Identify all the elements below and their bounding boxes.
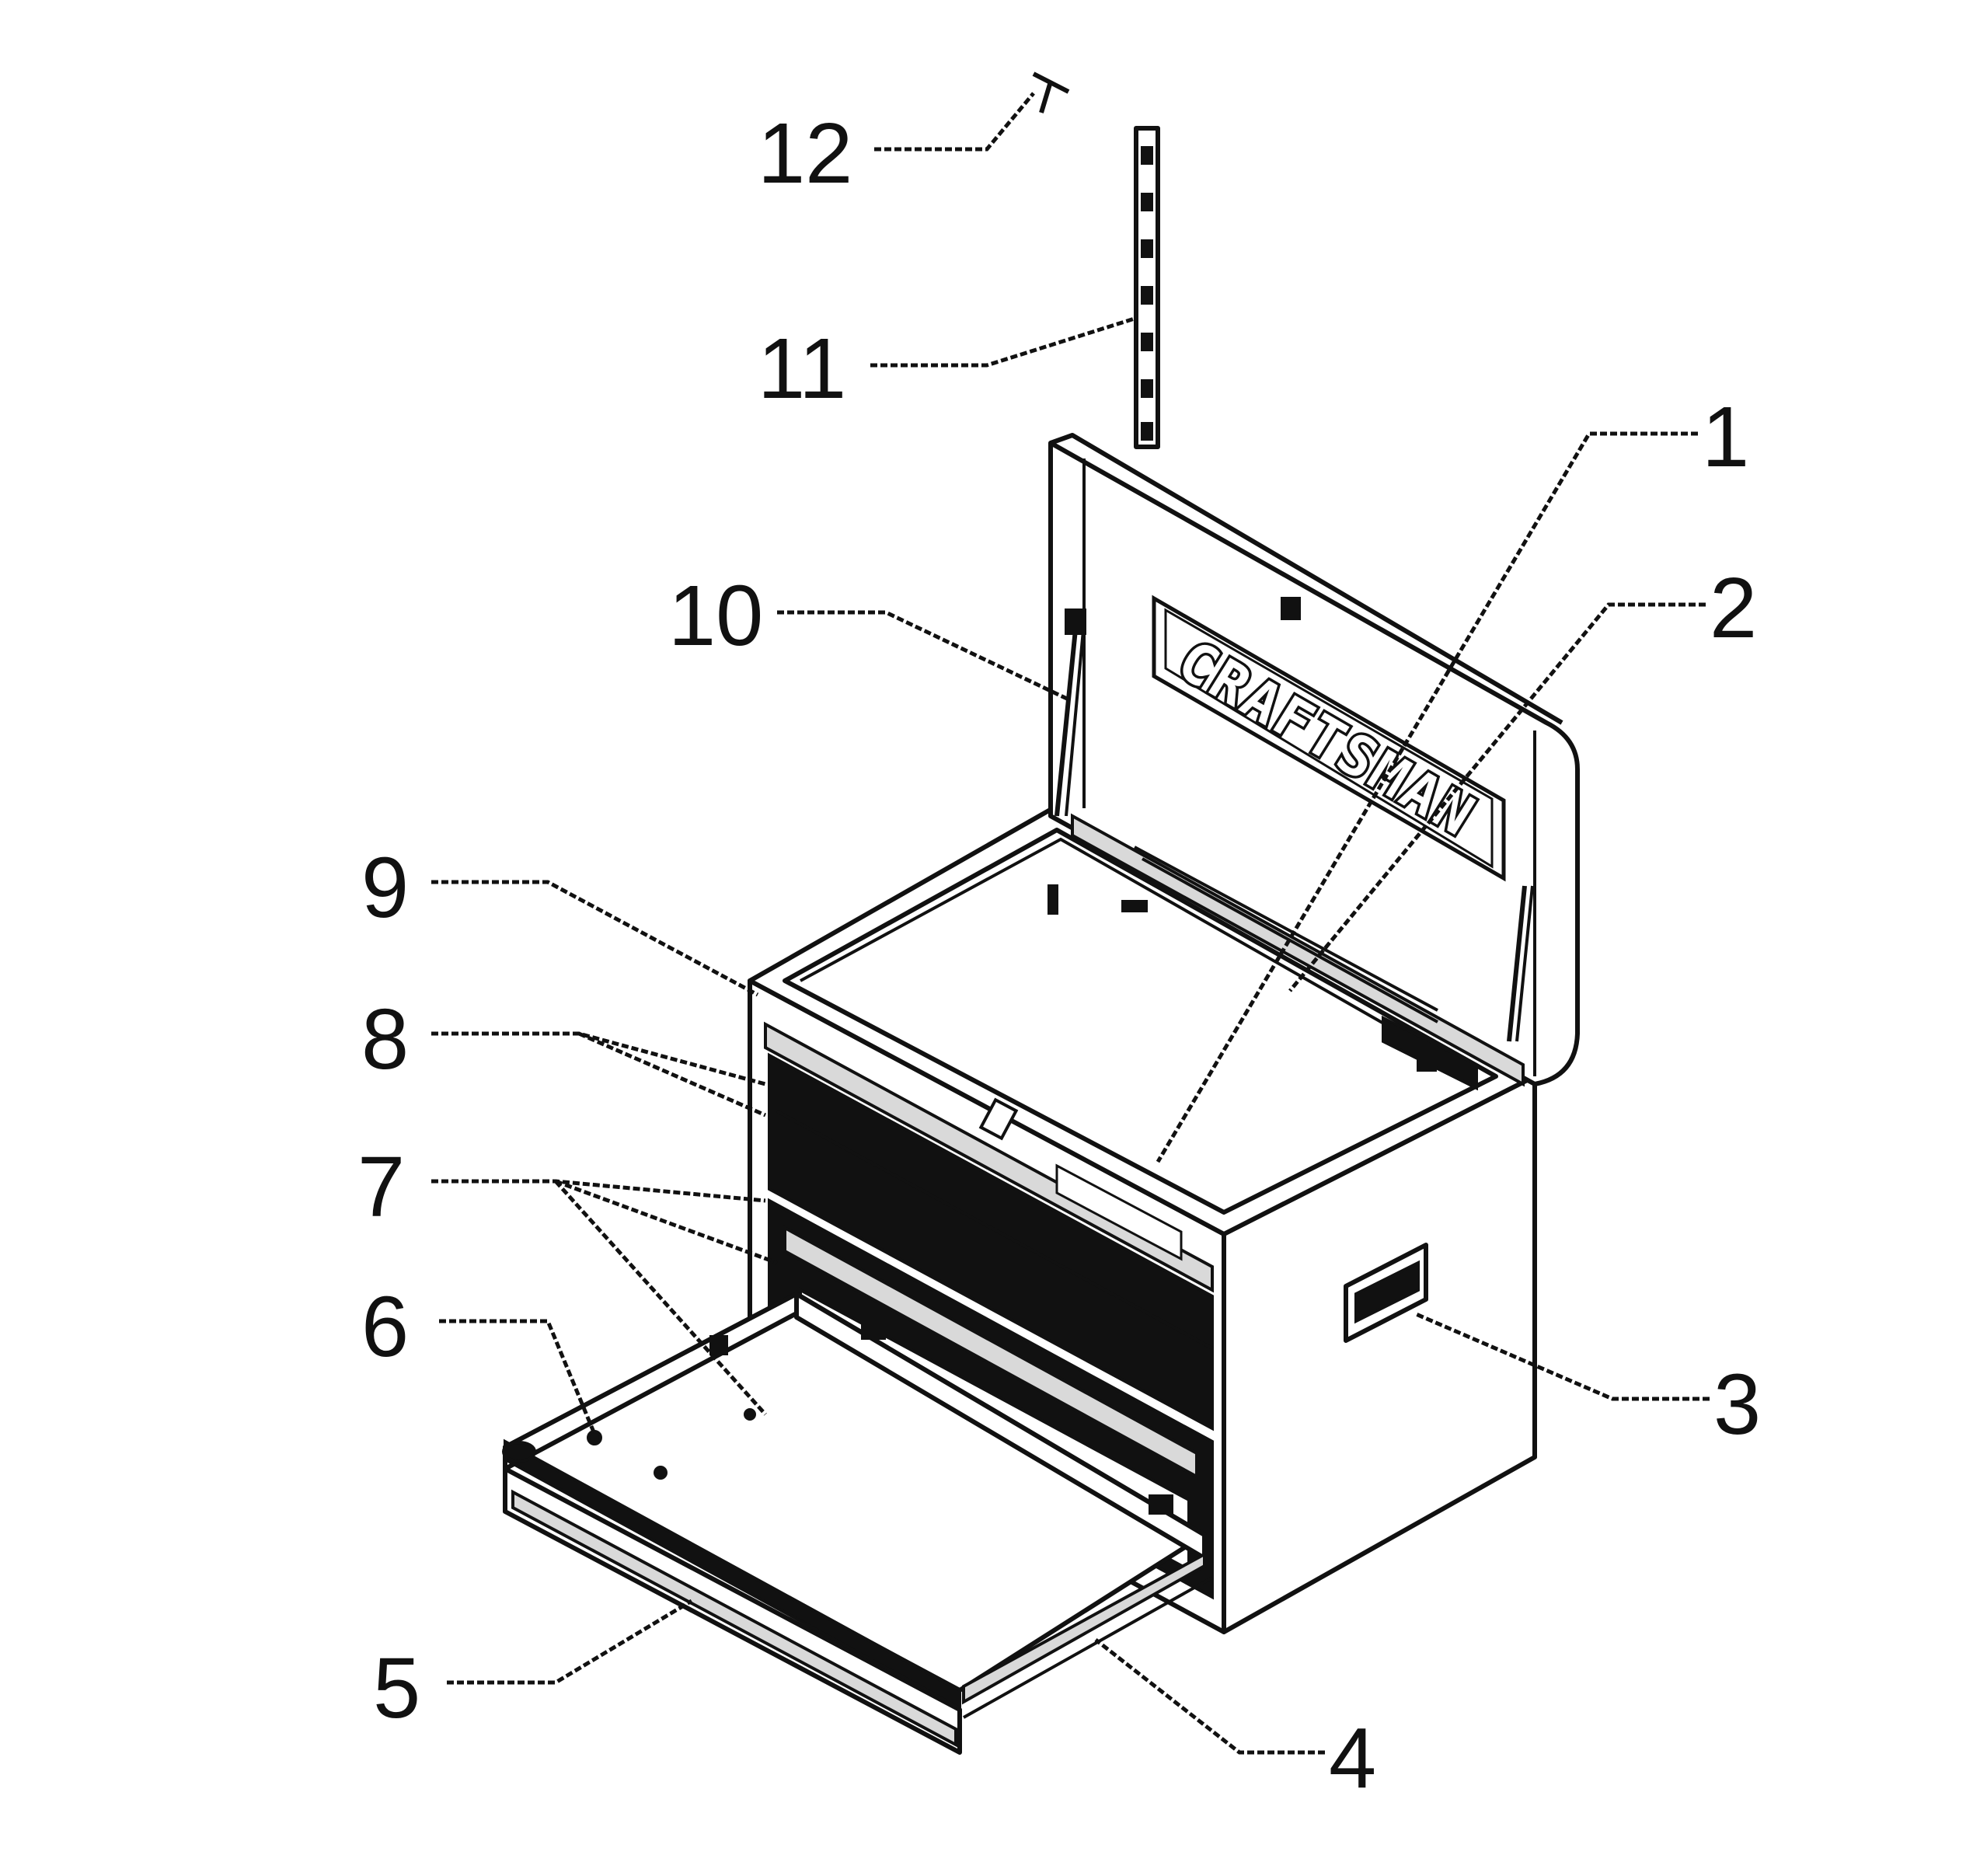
part-11-strip [1134, 126, 1160, 449]
callout-6: 6 [361, 1279, 409, 1375]
callout-1: 1 [1702, 389, 1749, 485]
leader-5 [447, 1599, 693, 1685]
lid-support-struts [1054, 608, 1534, 1042]
lid-latch [1281, 597, 1301, 620]
leader-10 [777, 610, 1070, 702]
callout-labels: 1 2 3 4 5 6 7 8 9 10 11 12 [357, 106, 1761, 1806]
top-tray [783, 828, 1498, 1215]
callout-10: 10 [668, 568, 763, 664]
callout-5: 5 [373, 1641, 420, 1736]
leader-7b [555, 1179, 778, 1265]
callout-11: 11 [758, 321, 846, 417]
brand-plate [1152, 595, 1506, 882]
drawer-slide-rail [962, 1551, 1206, 1705]
callout-12: 12 [758, 106, 852, 201]
leader-12 [874, 92, 1035, 152]
leader-1 [1156, 431, 1698, 1163]
leader-9 [431, 880, 759, 997]
callout-8: 8 [361, 992, 409, 1087]
leader-6 [439, 1319, 597, 1435]
callout-3: 3 [1713, 1357, 1761, 1452]
callout-7: 7 [357, 1139, 405, 1235]
leader-11 [870, 316, 1135, 368]
tray-tab [1121, 900, 1148, 912]
lock-plate [978, 1097, 1019, 1141]
leader-8b [577, 1031, 767, 1118]
upper-drawer [764, 1021, 1214, 1431]
drawer-label-plate [1055, 1163, 1183, 1261]
leader-4 [1094, 1638, 1325, 1755]
callout-9: 9 [361, 840, 409, 936]
leader-7c [554, 1180, 767, 1416]
leader-3 [1414, 1311, 1710, 1401]
tray-tab [1048, 884, 1058, 915]
upper-drawer-front [768, 1052, 1214, 1431]
callout-2: 2 [1710, 560, 1757, 656]
leader-2 [1288, 602, 1706, 992]
side-handle [1344, 1243, 1428, 1343]
callout-4: 4 [1329, 1710, 1376, 1806]
open-drawer [502, 1292, 1213, 1755]
lid: CRAFTSMAN [1048, 433, 1580, 1091]
leader-lines [431, 92, 1710, 1755]
part-12-screw [1032, 71, 1070, 113]
